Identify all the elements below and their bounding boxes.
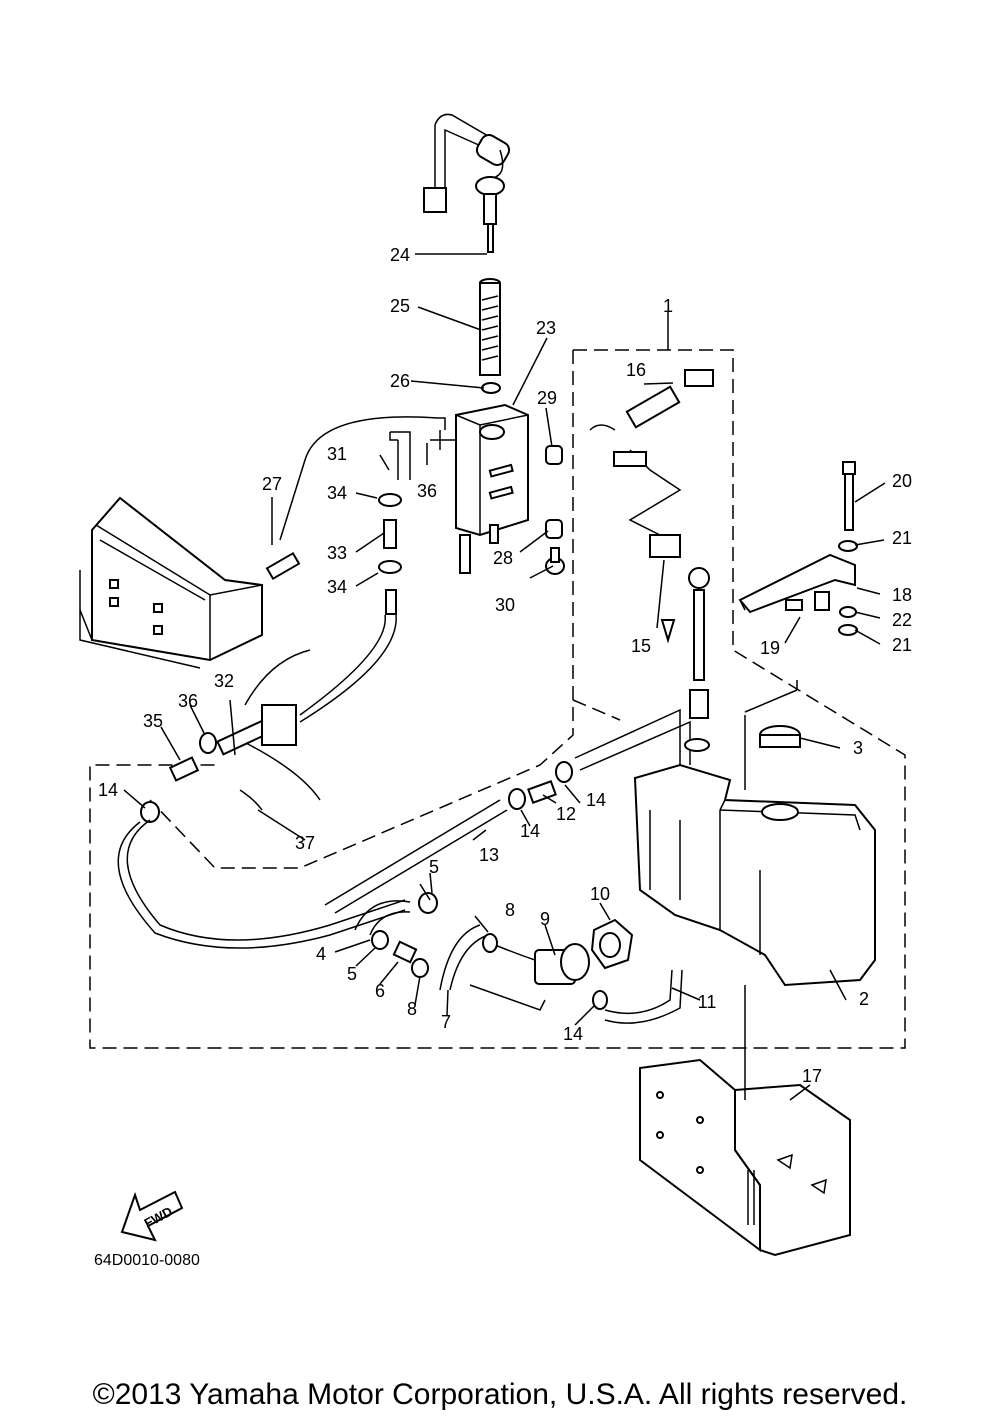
engine-cowling bbox=[79, 496, 321, 801]
hose-boundary bbox=[572, 699, 621, 721]
diagram-code: 64D0010-0080 bbox=[94, 1252, 200, 1269]
callout-14c: 14 bbox=[520, 821, 540, 841]
oil-level-sensor bbox=[423, 113, 511, 253]
breather-hose bbox=[279, 416, 446, 723]
callout-35: 35 bbox=[143, 711, 163, 731]
callout-21b: 21 bbox=[892, 635, 912, 655]
oil-pump bbox=[354, 892, 683, 1024]
callout-31: 31 bbox=[327, 444, 347, 464]
callout-30: 30 bbox=[495, 595, 515, 615]
callout-19: 19 bbox=[760, 638, 780, 658]
fwd-arrow-icon: FWD bbox=[120, 1190, 184, 1242]
callout-14a: 14 bbox=[98, 780, 118, 800]
callout-4: 4 bbox=[316, 944, 326, 964]
hose-13 bbox=[324, 708, 691, 914]
callout-20: 20 bbox=[892, 471, 912, 491]
callout-8b: 8 bbox=[407, 999, 417, 1019]
callout-18: 18 bbox=[892, 585, 912, 605]
callout-28: 28 bbox=[493, 548, 513, 568]
callout-8a: 8 bbox=[505, 900, 515, 920]
sub-tank bbox=[430, 403, 529, 574]
callout-34b: 34 bbox=[327, 577, 347, 597]
mounting-tray bbox=[639, 1058, 851, 1257]
callout-34a: 34 bbox=[327, 483, 347, 503]
leader-lines bbox=[123, 253, 886, 1101]
grommets bbox=[545, 445, 565, 575]
callout-labels: 1 2 3 4 5 5 6 7 8 8 9 10 11 12 13 14 14 … bbox=[98, 245, 912, 1086]
callout-6: 6 bbox=[375, 981, 385, 1001]
callout-2: 2 bbox=[859, 989, 869, 1009]
callout-29: 29 bbox=[537, 388, 557, 408]
callout-21a: 21 bbox=[892, 528, 912, 548]
callout-36a: 36 bbox=[417, 481, 437, 501]
callout-7: 7 bbox=[441, 1012, 451, 1032]
callout-36b: 36 bbox=[178, 691, 198, 711]
callout-15: 15 bbox=[631, 636, 651, 656]
level-gauge bbox=[589, 369, 714, 719]
tank-bracket bbox=[738, 461, 858, 636]
callout-5b: 5 bbox=[347, 964, 357, 984]
oil-filter bbox=[479, 278, 501, 394]
copyright-notice: ©2013 Yamaha Motor Corporation, U.S.A. A… bbox=[92, 1378, 908, 1411]
assembly-1-boundary bbox=[89, 349, 906, 1049]
callout-37: 37 bbox=[295, 833, 315, 853]
callout-14d: 14 bbox=[563, 1024, 583, 1044]
callout-32: 32 bbox=[214, 671, 234, 691]
callout-3: 3 bbox=[853, 738, 863, 758]
callout-5a: 5 bbox=[429, 857, 439, 877]
callout-11: 11 bbox=[698, 992, 717, 1012]
callout-33: 33 bbox=[327, 543, 347, 563]
callout-12: 12 bbox=[556, 804, 576, 824]
callout-22: 22 bbox=[892, 610, 912, 630]
callout-23: 23 bbox=[536, 318, 556, 338]
callout-24: 24 bbox=[390, 245, 410, 265]
callout-9: 9 bbox=[540, 909, 550, 929]
callout-17: 17 bbox=[802, 1066, 822, 1086]
callout-26: 26 bbox=[390, 371, 410, 391]
callout-16: 16 bbox=[626, 360, 646, 380]
callout-25: 25 bbox=[390, 296, 410, 316]
callout-1: 1 bbox=[663, 296, 673, 316]
callout-10: 10 bbox=[590, 884, 610, 904]
callout-14b: 14 bbox=[586, 790, 606, 810]
fittings-left bbox=[117, 732, 406, 949]
callout-13: 13 bbox=[479, 845, 499, 865]
callout-27: 27 bbox=[262, 474, 282, 494]
oil-tank bbox=[633, 725, 876, 987]
